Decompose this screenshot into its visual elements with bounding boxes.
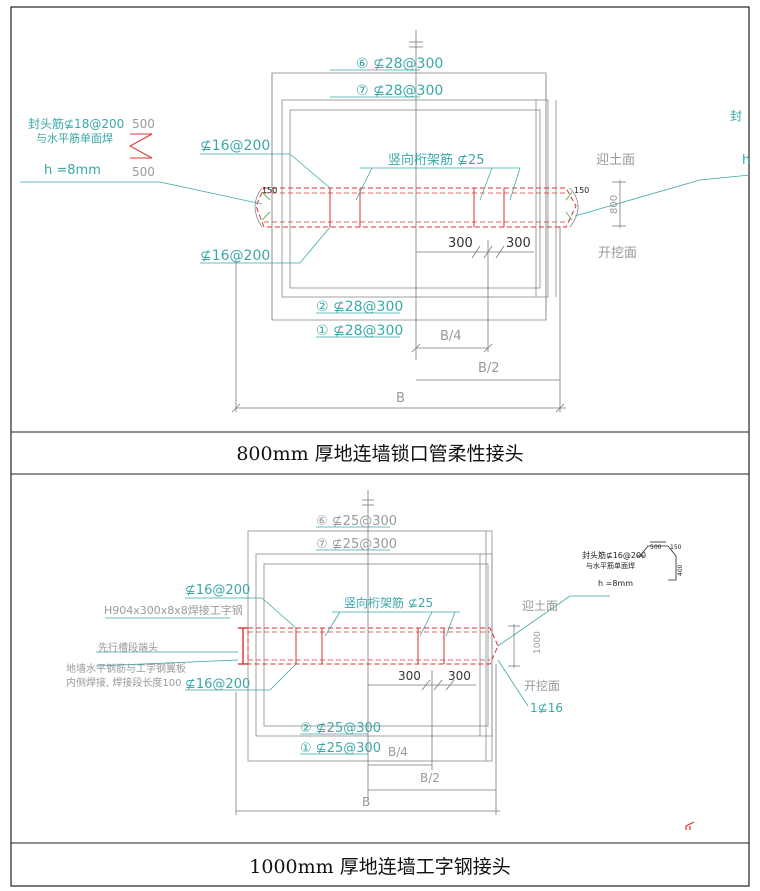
panel2-vertical-truss: 竖向桁架筋 ⊈25 xyxy=(344,595,433,610)
panel2-first-section-end: 先行槽段端头 xyxy=(98,641,158,654)
panel2-caption: 1000mm 厚地连墙工字钢接头 xyxy=(249,856,510,878)
panel2-detail-line2: 与水平筋单面焊 xyxy=(586,561,635,570)
panel2-weld-note-line2: 内侧焊接, 焊接段长度100 xyxy=(66,676,181,689)
panel1-rebar-callout-lines xyxy=(316,69,420,338)
panel2-weld-note-line1: 地墙水平钢筋与工字钢翼板 xyxy=(66,662,186,675)
panel1-leaders xyxy=(20,153,751,264)
panel2-dim-300-left: 300 xyxy=(398,669,421,683)
panel1-drawing: ⑥ ⊈28@300 ⑦ ⊈28@300 ② ⊈28@300 ① ⊈28@300 … xyxy=(20,30,751,413)
panel2-rebar-6: ⑥ ⊈25@300 xyxy=(316,514,397,529)
sheet-border xyxy=(10,6,750,887)
panel2-soil-face: 迎土面 xyxy=(522,599,558,613)
panel2-steel-beam-label: H904x300x8x8焊接工字钢 xyxy=(104,603,243,617)
panel2-corner-mark xyxy=(685,821,695,830)
panel1-dim-150-left: 150 xyxy=(262,186,277,195)
panel1-dim-b: B xyxy=(396,391,405,406)
panel2-rebar-callout-lines xyxy=(300,526,390,755)
panel2-bar-1-16: 1⊈16 xyxy=(530,701,563,715)
panel1-dim-800: 800 xyxy=(609,195,620,214)
panel1-rebar-2: ② ⊈28@300 xyxy=(316,299,403,315)
panel1-dim-500-bottom: 500 xyxy=(132,165,155,179)
panel1-vertical-truss: 竖向桁架筋 ⊈25 xyxy=(388,152,485,168)
panel1-zigzag-symbol xyxy=(128,133,153,159)
panel1-dim-150-right: 150 xyxy=(574,186,589,195)
panel2-detail-500: 500 xyxy=(650,544,662,551)
panel2-drawing: ⑥ ⊈25@300 ⑦ ⊈25@300 ② ⊈25@300 ① ⊈25@300 … xyxy=(66,490,695,830)
panel2-detail-400: 400 xyxy=(677,564,684,576)
panel1-dim-b2: B/2 xyxy=(478,361,500,376)
panel2-outline-rects xyxy=(247,530,493,762)
panel1-plate-thickness: h =8mm xyxy=(44,163,101,178)
panel2-dim-b2: B/2 xyxy=(420,771,440,785)
panel2-dim-1000: 1000 xyxy=(533,631,543,654)
panel2-detail-150: 150 xyxy=(670,544,682,551)
panel2-dim-300-right: 300 xyxy=(448,669,471,683)
panel1-bar-16-top: ⊈16@200 xyxy=(200,138,270,154)
panel1-dim-500-top: 500 xyxy=(132,117,155,131)
panel2-bar-16-top: ⊈16@200 xyxy=(185,583,250,598)
panel2-rebar-2: ② ⊈25@300 xyxy=(300,721,381,736)
panel1-end-bar-line2: 与水平筋单面焊 xyxy=(36,131,113,145)
panel1-caption: 800mm 厚地连墙锁口管柔性接头 xyxy=(236,443,523,465)
panel1-dim-b4: B/4 xyxy=(440,329,462,344)
panel2-dims xyxy=(235,624,520,815)
panel2-wall-band xyxy=(247,627,499,665)
panel1-bar-16-bottom: ⊈16@200 xyxy=(200,248,270,264)
panel1-end-bar-line1: 封头筋⊈18@200 xyxy=(28,116,124,131)
panel2-end-bar-detail xyxy=(636,541,677,581)
panel1-dim-300-left: 300 xyxy=(448,236,473,251)
panel2-bar-16-bottom: ⊈16@200 xyxy=(185,677,250,692)
panel1-dims xyxy=(231,180,626,413)
panel2-centerline xyxy=(362,490,374,800)
panel1-excavation-face: 开挖面 xyxy=(598,246,637,261)
panel2-leaders xyxy=(95,595,610,707)
panel2-detail-line1: 封头筋⊈16@200 xyxy=(582,550,646,560)
panel1-wall-band xyxy=(254,187,579,228)
panel1-rebar-1: ① ⊈28@300 xyxy=(316,323,403,339)
panel2-steel-beam xyxy=(238,627,248,665)
panel1-outline-rects xyxy=(271,72,557,321)
panel1-rebar-7: ⑦ ⊈28@300 xyxy=(356,83,443,99)
panel2-detail-h: h =8mm xyxy=(598,579,633,588)
panel2-excavation-face: 开挖面 xyxy=(524,678,560,693)
panel1-end-bar-right: 封 xyxy=(730,109,742,123)
panel1-dim-300-right: 300 xyxy=(506,236,531,251)
panel2-dim-b4: B/4 xyxy=(388,745,408,759)
panel1-plate-thickness-right: h xyxy=(742,153,750,168)
panel1-soil-face: 迎土面 xyxy=(596,153,635,168)
panel2-dim-b: B xyxy=(362,795,370,809)
panel1-centerline xyxy=(409,30,423,360)
panel2-rebar-1: ① ⊈25@300 xyxy=(300,741,381,756)
panel2-rebar-7: ⑦ ⊈25@300 xyxy=(316,537,397,552)
panel1-rebar-6: ⑥ ⊈28@300 xyxy=(356,56,443,72)
